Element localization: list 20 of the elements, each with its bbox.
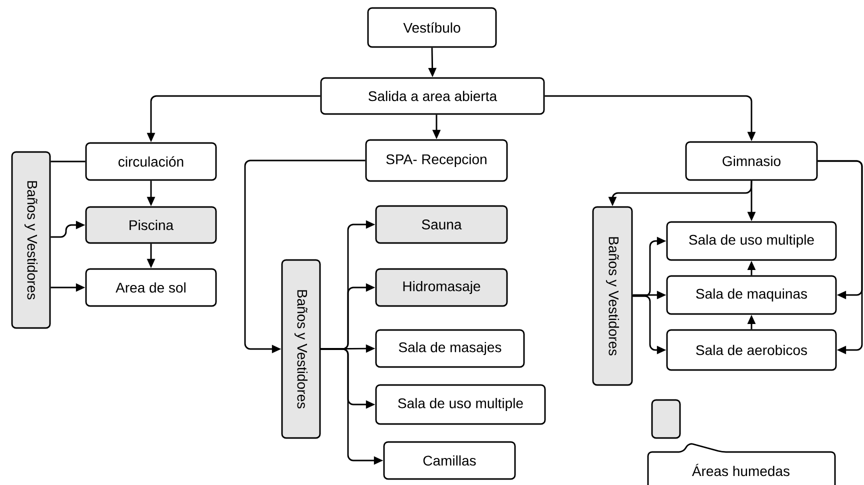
process-box: Vestíbulo [367,7,497,48]
process-box: circulación [85,142,217,181]
process-box: Sala de uso multiple [375,384,546,425]
process-box: Sala de maquinas [666,275,837,315]
process-box: Sala de aerobicos [666,329,837,371]
process-box: SPA- Recepcion [365,139,508,182]
rotated-box: Baños y Vestidores [11,151,51,329]
process-box: Piscina [85,206,217,244]
process-box: Gimnasio [685,141,818,181]
process-box: Hidromasaje [375,268,508,307]
process-box: Area de sol [85,268,217,307]
process-box: Camillas [383,441,516,480]
legend-label: Áreas humedas [692,464,790,476]
process-box: Salida a area abierta [320,77,545,115]
process-box: Sala de masajes [375,329,525,368]
rotated-box: Baños y Vestidores [592,206,633,386]
rotated-box: Baños y Vestidores [281,259,321,439]
process-box: Sauna [375,205,508,244]
process-box: Sala de uso multiple [666,221,837,261]
arrow [818,160,863,354]
